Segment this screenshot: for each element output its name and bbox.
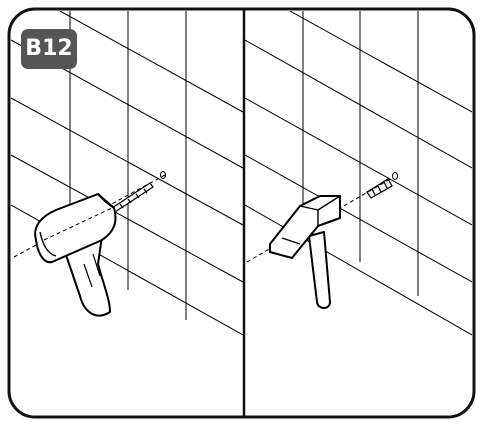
drill-hole xyxy=(160,171,166,179)
panel-frame xyxy=(7,7,476,419)
wall-plug-icon xyxy=(366,178,393,199)
drill-icon xyxy=(34,193,117,317)
panel-right xyxy=(245,11,472,336)
tile-grid-right xyxy=(245,11,472,336)
panel-left xyxy=(11,11,243,336)
step-badge: B12 xyxy=(21,29,77,69)
hammer-icon xyxy=(269,195,341,309)
drill-bit xyxy=(111,182,154,213)
drill-hole-right xyxy=(392,172,398,180)
